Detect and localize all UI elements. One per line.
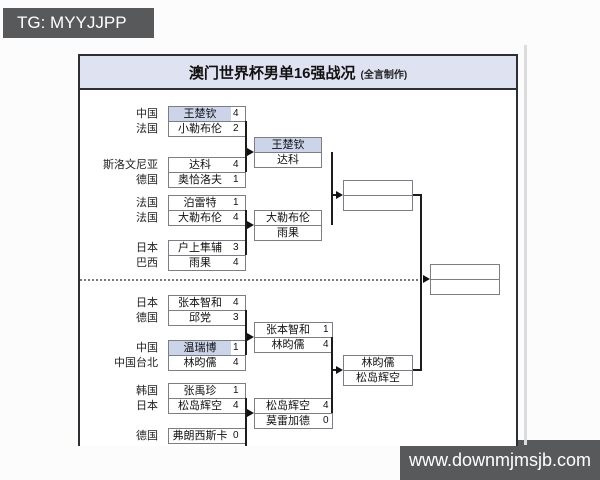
- qf-player-box: 松岛辉空: [254, 398, 322, 414]
- r16-player-box: 温瑞博: [168, 340, 232, 356]
- r16-player-box: 王楚钦: [168, 106, 232, 122]
- r16-player-box: 雨果: [168, 255, 232, 271]
- r16-player-box: 大勒布伦: [168, 210, 232, 226]
- r16-player-box: 达科: [168, 157, 232, 173]
- qf-player-box: 林昀儒: [254, 337, 322, 353]
- score-cell: 0: [231, 428, 246, 444]
- r16-player-box: 邱党: [168, 310, 232, 326]
- country-label: 法国: [136, 212, 158, 224]
- score-cell: 4: [231, 398, 246, 414]
- final-player-box: [430, 264, 500, 280]
- score-cell: 1: [231, 383, 246, 399]
- r16-player-box: 户上隼辅: [168, 240, 232, 256]
- r16-player-box: 张禹珍: [168, 383, 232, 399]
- qf-player-box: 雨果: [254, 225, 322, 241]
- score-cell: 4: [231, 157, 246, 173]
- r16-player-box: 松岛辉空: [168, 398, 232, 414]
- arrow-right-icon: [336, 366, 343, 374]
- country-label: 巴西: [136, 257, 158, 269]
- score-cell: 0: [321, 413, 333, 429]
- connector-line: [245, 121, 247, 172]
- country-label: 中国: [136, 342, 158, 354]
- qf-player-box: 张本智和: [254, 322, 322, 338]
- r16-player-box: 小勒布伦: [168, 121, 232, 137]
- arrow-right-icon: [336, 191, 343, 199]
- country-label: 德国: [136, 430, 158, 442]
- score-cell: 4: [231, 210, 246, 226]
- r16-player-box: 张本智和: [168, 295, 232, 311]
- score-cell: 2: [231, 121, 246, 137]
- country-label: 日本: [136, 400, 158, 412]
- score-cell: 1: [231, 172, 246, 188]
- country-label: 中国台北: [114, 357, 158, 369]
- connector-line: [245, 310, 247, 355]
- score-cell: 4: [231, 255, 246, 271]
- sf-player-box: [343, 195, 413, 211]
- r16-player-box: 泊雷特: [168, 195, 232, 211]
- connector-line: [331, 152, 333, 225]
- country-label: 德国: [136, 312, 158, 324]
- country-label: 日本: [136, 242, 158, 254]
- arrow-right-icon: [247, 409, 254, 417]
- telegram-watermark: TG: MYYJJPP: [3, 8, 154, 38]
- qf-player-box: 王楚钦: [254, 137, 322, 153]
- country-label: 德国: [136, 174, 158, 186]
- bracket-title: 澳门世界杯男单16强战况: [188, 64, 356, 82]
- score-cell: 3: [231, 310, 246, 326]
- country-label: 法国: [136, 197, 158, 209]
- score-cell: 4: [231, 106, 246, 122]
- final-player-box: [430, 279, 500, 295]
- score-cell: 3: [231, 240, 246, 256]
- score-cell: 1: [321, 322, 333, 338]
- country-label: 中国: [136, 108, 158, 120]
- sf-player-box: 松岛辉空: [343, 370, 413, 386]
- score-cell: 4: [231, 295, 246, 311]
- qf-player-box: 达科: [254, 152, 322, 168]
- sf-player-box: [343, 180, 413, 196]
- website-watermark: www.downmjmsjb.com: [400, 440, 600, 480]
- r16-player-box: 奥恰洛夫: [168, 172, 232, 188]
- country-label: 斯洛文尼亚: [103, 159, 158, 171]
- qf-player-box: 大勒布伦: [254, 210, 322, 226]
- country-label: 法国: [136, 123, 158, 135]
- score-cell: 1: [231, 195, 246, 211]
- connector-line: [331, 369, 337, 371]
- connector-line: [413, 194, 422, 196]
- bracket-title-bar: 澳门世界杯男单16强战况 (全言制作): [78, 54, 518, 90]
- connector-line: [331, 337, 333, 413]
- r16-player-box: 林昀儒: [168, 355, 232, 371]
- score-cell: 1: [231, 340, 246, 356]
- arrow-right-icon: [423, 275, 430, 283]
- arrow-right-icon: [247, 148, 254, 156]
- page-edge-strip: [524, 45, 527, 445]
- connector-line: [245, 210, 247, 255]
- connector-line: [413, 369, 422, 371]
- bracket-half-divider: [80, 279, 418, 281]
- country-label: 韩国: [136, 385, 158, 397]
- r16-player-box: 弗朗西斯卡: [168, 428, 232, 444]
- qf-player-box: 莫雷加德: [254, 413, 322, 429]
- bracket-credit: (全言制作): [360, 69, 408, 81]
- connector-line: [420, 195, 422, 370]
- connector-line: [245, 398, 247, 446]
- score-cell: 4: [231, 355, 246, 371]
- arrow-right-icon: [247, 221, 254, 229]
- country-label: 日本: [136, 297, 158, 309]
- arrow-right-icon: [247, 333, 254, 341]
- connector-line: [331, 194, 337, 196]
- sf-player-box: 林昀儒: [343, 355, 413, 371]
